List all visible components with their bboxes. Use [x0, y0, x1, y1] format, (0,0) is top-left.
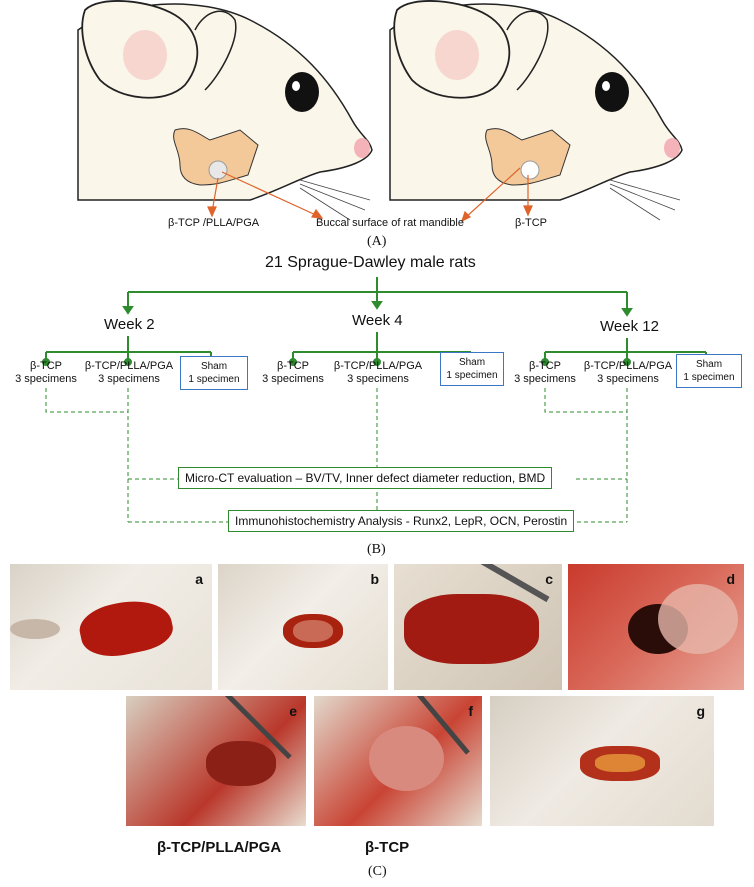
week2-tcp-plla-pga: β-TCP/PLLA/PGA 3 specimens: [84, 360, 174, 386]
rat-illustrations: [77, 0, 690, 223]
week4-tcp: β-TCP 3 specimens: [257, 360, 329, 386]
micro-ct-box: Micro-CT evaluation – BV/TV, Inner defec…: [178, 467, 553, 489]
group-name: β-TCP: [529, 360, 561, 372]
week12-sham: Sham 1 specimen: [676, 354, 742, 388]
label-tcp-plla-pga: β-TCP /PLLA/PGA: [168, 217, 260, 229]
flowchart-lines: [42, 277, 710, 523]
photo-letter: d: [726, 571, 735, 587]
week-4-label: Week 4: [352, 312, 403, 329]
photo-g: g: [490, 696, 714, 826]
immunohistochemistry-box: Immunohistochemistry Analysis - Runx2, L…: [228, 510, 575, 532]
panel-label-a: (A): [367, 234, 387, 249]
panel-label-b: (B): [367, 542, 386, 557]
panel-b: 21 Sprague-Dawley male rats: [0, 250, 754, 560]
week-12-label: Week 12: [600, 318, 659, 335]
group-count: 3 specimens: [262, 373, 324, 385]
rat-right: [389, 0, 690, 221]
week12-tcp: β-TCP 3 specimens: [509, 360, 581, 386]
week2-tcp: β-TCP 3 specimens: [10, 360, 82, 386]
arrows: [207, 167, 533, 223]
group-name: Sham: [200, 361, 228, 372]
photo-letter: f: [468, 703, 473, 719]
label-tcp-plla-pga-bottom: β-TCP/PLLA/PGA: [157, 839, 282, 856]
group-name: β-TCP: [30, 360, 62, 372]
group-count: 1 specimen: [188, 374, 240, 385]
group-count: 3 specimens: [347, 373, 409, 385]
panel-label-c: (C): [368, 864, 387, 879]
photo-f: f: [314, 696, 482, 826]
photo-d: d: [568, 564, 744, 690]
photo-letter: g: [696, 703, 705, 719]
photo-letter: a: [195, 571, 203, 587]
week-2-label: Week 2: [104, 316, 155, 333]
week4-tcp-plla-pga: β-TCP/PLLA/PGA 3 specimens: [333, 360, 423, 386]
label-buccal-surface: Buccal surface of rat mandible: [316, 217, 464, 229]
panel-a: β-TCP /PLLA/PGA Buccal surface of rat ma…: [0, 0, 754, 250]
group-name: β-TCP/PLLA/PGA: [333, 360, 423, 372]
group-count: 1 specimen: [683, 372, 735, 383]
week12-tcp-plla-pga: β-TCP/PLLA/PGA 3 specimens: [583, 360, 673, 386]
photo-letter: c: [545, 571, 553, 587]
group-count: 3 specimens: [514, 373, 576, 385]
photo-a: a: [10, 564, 212, 690]
week2-sham: Sham 1 specimen: [180, 356, 248, 390]
label-tcp: β-TCP: [515, 217, 547, 229]
photo-letter: e: [289, 703, 297, 719]
week4-sham: Sham 1 specimen: [440, 352, 504, 386]
group-name: β-TCP/PLLA/PGA: [84, 360, 174, 372]
group-count: 3 specimens: [15, 373, 77, 385]
photo-c: c: [394, 564, 562, 690]
group-name: Sham: [458, 357, 486, 368]
photo-e: e: [126, 696, 306, 826]
group-name: β-TCP/PLLA/PGA: [583, 360, 673, 372]
photo-letter: b: [370, 571, 379, 587]
panel-c: a b c d e f g β-TCP/PLLA/PGA β-TCP (C): [0, 564, 754, 887]
label-tcp-bottom: β-TCP: [365, 839, 410, 856]
group-count: 3 specimens: [98, 373, 160, 385]
group-count: 1 specimen: [446, 370, 498, 381]
flowchart-title: 21 Sprague-Dawley male rats: [265, 254, 476, 271]
group-name: β-TCP: [277, 360, 309, 372]
photo-b: b: [218, 564, 388, 690]
rat-left: [77, 0, 380, 221]
group-name: Sham: [695, 359, 723, 370]
group-count: 3 specimens: [597, 373, 659, 385]
